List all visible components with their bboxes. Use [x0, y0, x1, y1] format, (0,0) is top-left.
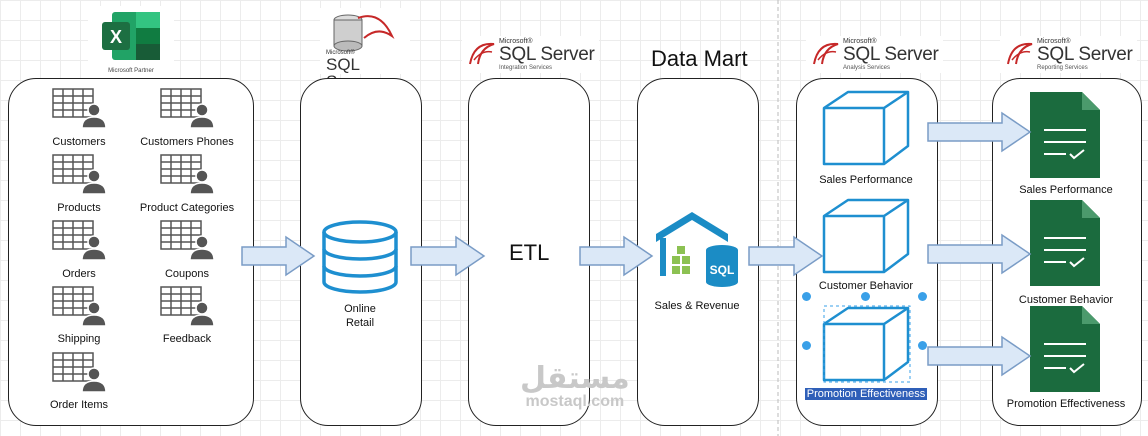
data-mart-panel [637, 78, 759, 426]
report-document-icon [1030, 92, 1100, 178]
table-user-icon [160, 88, 216, 133]
data-mart-label: Sales & Revenue [654, 300, 740, 312]
source-table-label: Coupons [164, 268, 210, 280]
etl-label: ETL [509, 240, 550, 265]
cube-icon [822, 306, 910, 382]
data-mart-title: Data Mart [651, 46, 748, 71]
table-user-icon [52, 88, 108, 133]
sql-server-icon [333, 14, 395, 52]
cube-label: Sales Performance [819, 174, 913, 186]
cube-icon [822, 198, 910, 274]
selection-handle[interactable] [918, 341, 927, 350]
sql-analysis-logo: Microsoft® SQL Server Analysis Services [806, 36, 943, 73]
excel-logo: X Microsoft Partner [88, 6, 174, 78]
svg-text:X: X [110, 27, 122, 47]
selection-handle[interactable] [802, 341, 811, 350]
table-user-icon [52, 352, 108, 397]
table-user-icon [52, 286, 108, 331]
source-table-label: Feedback [162, 333, 212, 345]
table-user-icon [160, 154, 216, 199]
source-table-label: Order Items [49, 399, 109, 411]
selection-handle[interactable] [861, 292, 870, 301]
sql-reporting-logo: Microsoft® SQL Server Reporting Services [1000, 36, 1137, 73]
table-user-icon [52, 154, 108, 199]
sql-badge: SQL [710, 263, 735, 277]
selection-handle[interactable] [802, 292, 811, 301]
report-label: Customer Behavior [1018, 294, 1114, 306]
source-table-label: Product Categories [139, 202, 235, 214]
cube-icon [822, 90, 910, 166]
selection-handle[interactable] [918, 292, 927, 301]
table-user-icon [160, 220, 216, 265]
cube-label: Customer Behavior [818, 280, 914, 292]
excel-icon: X [102, 12, 160, 60]
table-user-icon [160, 286, 216, 331]
database-label: Online Retail [344, 303, 376, 329]
source-table-label: Products [57, 202, 101, 214]
warehouse-icon: SQL [656, 212, 738, 287]
database-icon [322, 220, 398, 294]
watermark: مستقل mostaql.com [520, 362, 630, 410]
excel-caption: Microsoft Partner [108, 68, 154, 74]
report-label: Promotion Effectiveness [1006, 398, 1126, 410]
source-table-label: Customers Phones [140, 136, 234, 148]
sql-server-icon [1007, 42, 1033, 65]
selection-box [823, 305, 911, 383]
report-label: Sales Performance [1019, 184, 1113, 196]
sql-server-db-logo: Microsoft® SQL Server [320, 8, 410, 90]
report-document-icon [1030, 200, 1100, 286]
source-tables-panel [8, 78, 254, 426]
sql-server-icon [469, 42, 495, 65]
cube-label: Promotion Effectiveness [804, 388, 928, 400]
report-document-icon [1030, 306, 1100, 392]
source-table-label: Customers [52, 136, 106, 148]
source-table-label: Orders [62, 268, 96, 280]
database-panel [300, 78, 422, 426]
source-table-label: Shipping [57, 333, 101, 345]
sql-server-icon [813, 42, 839, 65]
table-user-icon [52, 220, 108, 265]
sql-integration-logo: Microsoft® SQL Server Integration Servic… [462, 36, 599, 73]
